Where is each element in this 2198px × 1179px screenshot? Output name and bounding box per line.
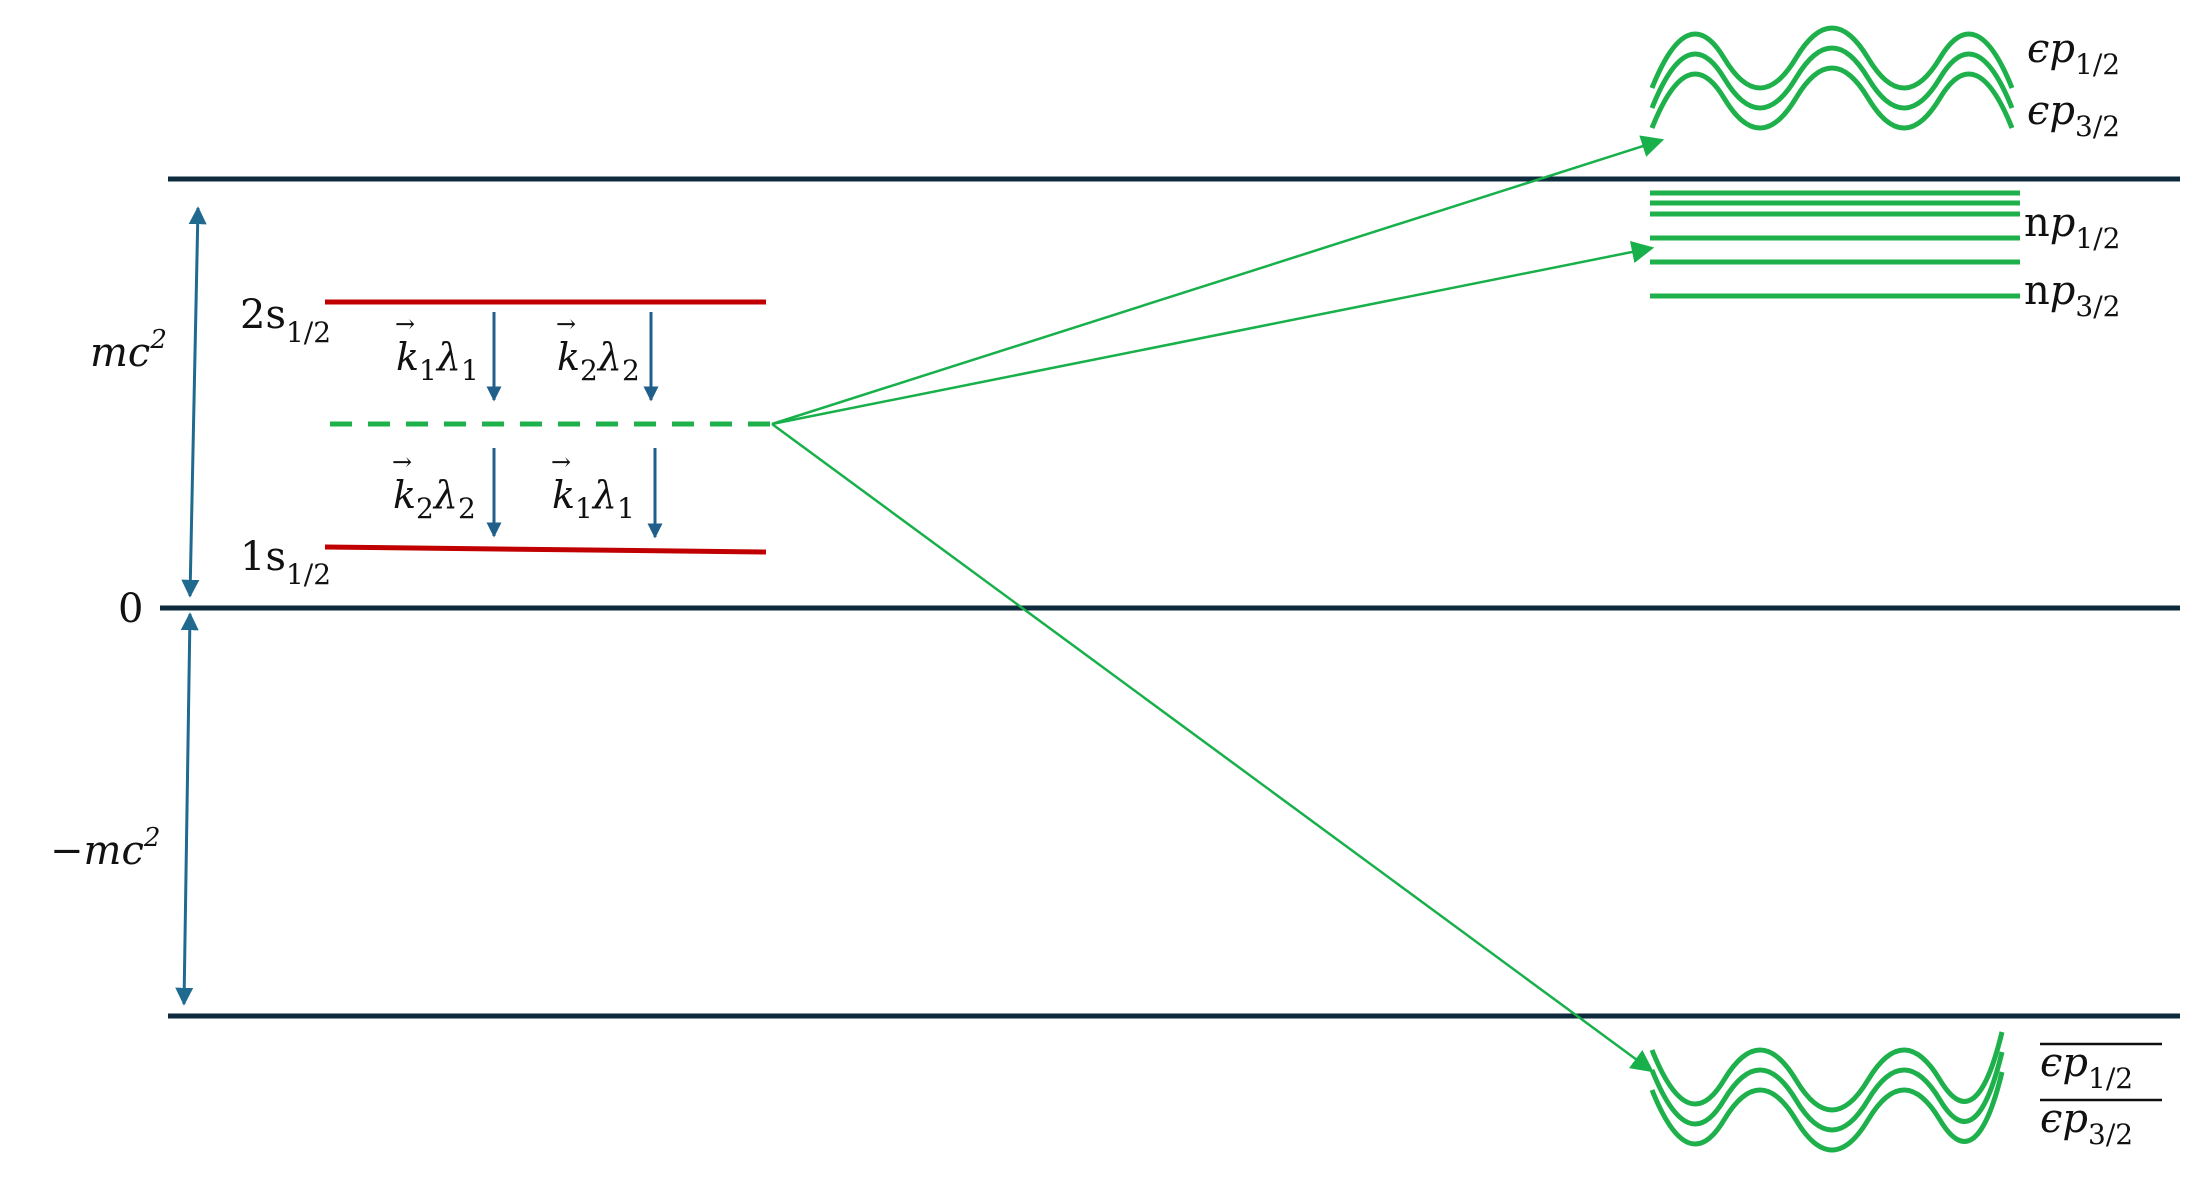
svg-text:k2λ2: k2λ2 [557, 335, 640, 387]
negative-continuum-p12-label: ϵp1/2 [2040, 1040, 2162, 1095]
transition-to-positive-continuum [771, 135, 1665, 426]
photon-label-upper-right: → k2λ2 [556, 310, 640, 387]
svg-text:k2λ2: k2λ2 [393, 473, 476, 525]
upper-gap-arrow-icon [181, 206, 207, 598]
upper-gap-label: mc2 [90, 325, 167, 376]
bound-np-states [1650, 190, 2020, 299]
bound-p12-label: np1/2 [2024, 200, 2120, 255]
positive-continuum-wave-icon [1649, 25, 2015, 131]
positive-continuum-p12-label: ϵp1/2 [2027, 26, 2120, 81]
transition-to-bound-states [771, 240, 1655, 426]
svg-text:→: → [556, 310, 576, 338]
zero-label: 0 [118, 586, 143, 632]
photon-label-upper-left: → k1λ1 [395, 310, 479, 387]
lower-gap-label: −mc2 [50, 823, 160, 874]
svg-text:ϵp3/2: ϵp3/2 [2040, 1096, 2133, 1151]
svg-text:k1λ1: k1λ1 [552, 473, 635, 525]
positive-continuum-p32-label: ϵp3/2 [2027, 88, 2120, 143]
svg-text:→: → [551, 448, 571, 476]
level-1s [324, 544, 767, 555]
level-2s-label: 2s1/2 [240, 292, 331, 349]
negative-continuum-p32-label: ϵp3/2 [2040, 1096, 2162, 1151]
photon-label-lower-right: → k1λ1 [551, 448, 635, 525]
svg-text:→: → [395, 310, 415, 338]
transition-to-negative-continuum [771, 422, 1654, 1073]
bound-p32-label: np3/2 [2024, 268, 2120, 323]
photon-label-lower-left: → k2λ2 [392, 448, 476, 525]
svg-text:k1λ1: k1λ1 [396, 335, 479, 387]
level-1s-label: 1s1/2 [240, 534, 331, 591]
svg-text:→: → [392, 448, 412, 476]
svg-text:ϵp1/2: ϵp1/2 [2040, 1040, 2133, 1095]
negative-continuum-wave-icon [1649, 1031, 2005, 1153]
lower-gap-arrow-icon [175, 612, 199, 1006]
